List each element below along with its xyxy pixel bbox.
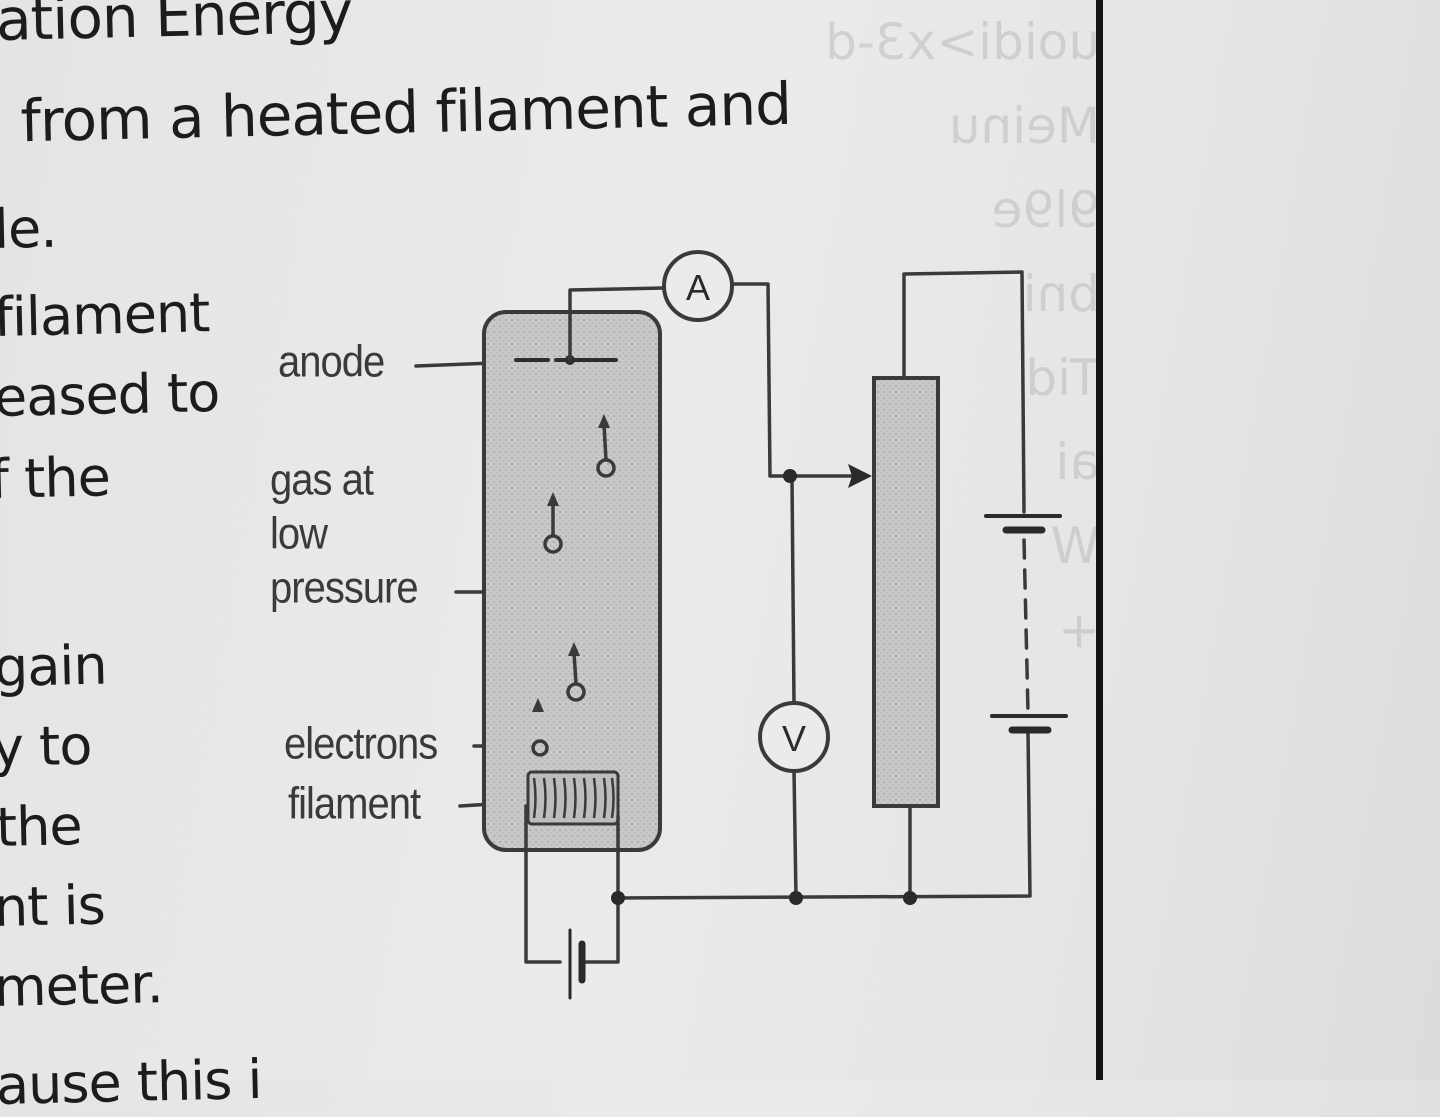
ammeter-symbol: A <box>686 267 710 308</box>
junction-dot <box>783 469 797 483</box>
wire-voltmeter-bottom <box>792 768 798 900</box>
anode-label: anode <box>278 337 385 387</box>
wire-filament-right <box>584 814 620 964</box>
arrowhead <box>532 698 544 712</box>
page-border-line <box>1096 0 1103 1080</box>
gas-label-line1: gas at <box>270 455 374 505</box>
electrons-label: electrons <box>284 719 438 769</box>
gas-label-line2: low <box>270 509 328 559</box>
rheostat <box>872 376 940 808</box>
electron <box>531 739 549 757</box>
junction-dot <box>611 891 625 905</box>
junction-dot <box>789 891 803 905</box>
arrowhead <box>547 492 559 506</box>
apparatus-diagram: A V <box>414 250 1068 1000</box>
wire-battery-bottom <box>618 728 1032 900</box>
discharge-tube <box>482 310 662 852</box>
voltmeter-symbol: V <box>782 718 806 759</box>
voltmeter <box>758 701 830 773</box>
wire-filament-left <box>524 804 562 964</box>
wire-anode-to-ammeter <box>568 286 666 362</box>
ammeter <box>662 250 734 322</box>
arrowhead <box>568 642 580 656</box>
filament-coil <box>532 777 615 819</box>
wire-rheostat-top <box>902 270 1026 514</box>
arrowhead <box>598 414 610 428</box>
filament-label: filament <box>288 779 421 829</box>
gas-label-line3: pressure <box>270 563 419 613</box>
junction-dot <box>903 891 917 905</box>
slider-arrowhead <box>848 464 872 488</box>
wire-ammeter-to-slider <box>730 282 854 478</box>
wire-voltmeter-top <box>790 476 796 706</box>
wire-battery-dashed <box>1022 538 1030 714</box>
